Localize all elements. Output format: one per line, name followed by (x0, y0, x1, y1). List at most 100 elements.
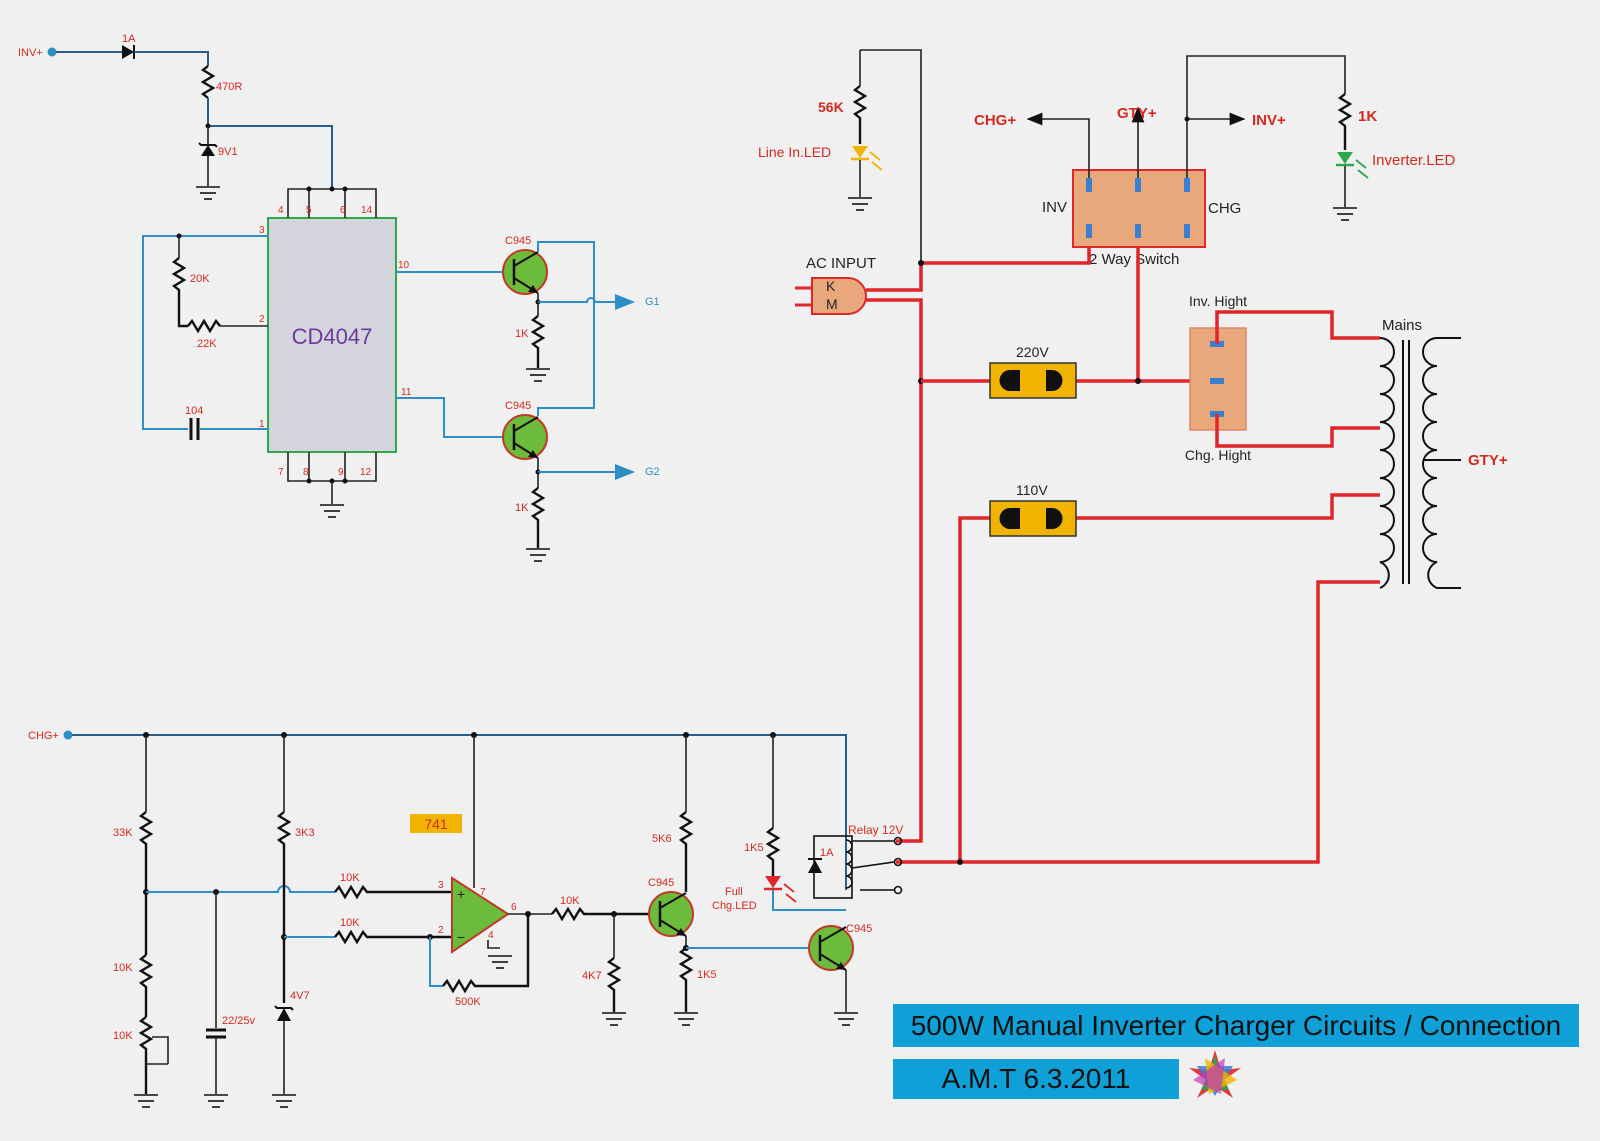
fuse-label: 1A (122, 33, 136, 45)
inverter-led (1336, 152, 1369, 179)
capacitor-22uf (206, 1028, 226, 1039)
opamp-pin-2: 2 (438, 925, 444, 936)
opamp-pin-3: 3 (438, 880, 444, 891)
chg-plus-terminal (63, 730, 73, 740)
ground-symbol (602, 1012, 626, 1026)
pin-9: 9 (338, 467, 344, 478)
opamp-pin-4: 4 (488, 930, 494, 941)
inv-plus-label: INV+ (18, 47, 43, 59)
ic-cd4047 (267, 217, 397, 453)
output-g2: G2 (645, 466, 660, 478)
ground-symbol (320, 504, 344, 518)
opamp-pin-6: 6 (511, 902, 517, 913)
resistor-20k-label: 20K (190, 273, 210, 285)
full-charge-led (764, 876, 797, 903)
ic-label: CD4047 (292, 324, 373, 349)
charger-transistor-q1 (648, 891, 694, 937)
resistor-1k5-e (678, 947, 694, 1012)
zener-9v1-label: 9V1 (218, 146, 238, 158)
ground-symbol (272, 1094, 296, 1108)
pin-14: 14 (361, 205, 373, 216)
ground-symbol (674, 1012, 698, 1026)
switch-chg-label: CHG (1208, 200, 1241, 217)
pin-6: 6 (340, 205, 346, 216)
resistor-10k-a-label: 10K (113, 962, 133, 974)
pin-4: 4 (278, 205, 284, 216)
charger-section: CHG+ 33K 10K 10K 22/25v 3K3 (28, 730, 903, 1108)
connector-220v[interactable] (989, 362, 1077, 399)
ground-symbol (526, 368, 550, 382)
inverter-led-label: Inverter.LED (1372, 152, 1456, 169)
pin-10: 10 (398, 260, 410, 271)
line-in-led-label: Line In.LED (758, 144, 831, 160)
resistor-1k-led-label: 1K (1358, 108, 1377, 125)
resistor-10k-out (551, 906, 650, 922)
resistor-1k-b-label: 1K (515, 502, 529, 514)
ground-symbol (834, 1012, 858, 1026)
resistor-4k7 (606, 957, 622, 1012)
resistor-5k6 (678, 811, 694, 892)
ground-symbol (848, 197, 872, 211)
ac-input-label: AC INPUT (806, 255, 876, 272)
full-chg-led-label-2: Chg.LED (712, 900, 757, 912)
resistor-10k-a (138, 954, 154, 1017)
resistor-10k-out-label: 10K (560, 895, 580, 907)
author-date-label: A.M.T 6.3.2011 (893, 1059, 1179, 1099)
opamp-tag (410, 814, 462, 833)
diagram-title: 500W Manual Inverter Charger Circuits / … (893, 1004, 1579, 1047)
v110-label: 110V (1016, 482, 1048, 498)
mains-transformer (1379, 337, 1461, 589)
pin-7: 7 (278, 467, 284, 478)
charger-q2-label: C945 (846, 923, 872, 935)
opamp-pin-7: 7 (480, 887, 486, 898)
opamp-label: 741 (424, 816, 448, 832)
resistor-1k-a (530, 315, 546, 368)
opamp-plus: + (457, 886, 465, 902)
ground-symbol (526, 548, 550, 562)
resistor-3k3 (276, 811, 292, 1003)
chg-plus-label: CHG+ (974, 112, 1016, 129)
output-g1: G1 (645, 296, 660, 308)
resistor-10k-in1-label: 10K (340, 872, 360, 884)
ground-symbol (488, 955, 512, 969)
pin-11: 11 (401, 387, 412, 398)
fuse-diode (122, 45, 135, 59)
pin-12: 12 (360, 467, 372, 478)
resistor-500k (442, 915, 530, 994)
resistor-56k (852, 85, 868, 144)
pin-8: 8 (303, 467, 309, 478)
switch-contacts (1086, 178, 1190, 238)
pin-1: 1 (259, 419, 265, 430)
resistor-22k (187, 318, 221, 334)
resistor-4k7-label: 4K7 (582, 970, 602, 982)
switch-label: 2 Way Switch (1089, 251, 1179, 268)
full-chg-led-label-1: Full (725, 886, 743, 898)
inv-high-label: Inv. Hight (1189, 293, 1247, 309)
transistor-q1 (502, 249, 548, 295)
ac-input-plug[interactable] (795, 277, 867, 315)
zener-4v7-label: 4V7 (290, 990, 310, 1002)
capacitor-22uf-label: 22/25v (222, 1015, 256, 1027)
oscillator-section: INV+ 1A 470R 9V1 CD4047 4 5 6 14 (18, 33, 660, 562)
relay-diode-label: 1A (820, 847, 834, 859)
resistor-1k-a-label: 1K (515, 328, 529, 340)
resistor-470r (200, 65, 216, 99)
resistor-1k-led (1337, 93, 1353, 150)
relay-label: Relay 12V (848, 823, 903, 837)
resistor-10k-in2-label: 10K (340, 917, 360, 929)
inv-plus-output-label: INV+ (1252, 112, 1286, 129)
mains-label: Mains (1382, 317, 1422, 334)
charger-q1-label: C945 (648, 877, 674, 889)
resistor-56k-label: 56K (818, 99, 844, 115)
resistor-470r-label: 470R (216, 81, 242, 93)
resistor-20k (171, 257, 188, 328)
connector-110v[interactable] (989, 500, 1077, 537)
pin-3: 3 (259, 225, 265, 236)
ground-symbol (134, 1094, 158, 1108)
relay-diode (808, 858, 822, 873)
relay-12v (813, 835, 903, 899)
plug-m: M (826, 296, 838, 312)
author-logo-icon (1189, 1050, 1241, 1098)
potentiometer-10k (138, 1016, 154, 1094)
transistor-q2 (502, 414, 548, 460)
